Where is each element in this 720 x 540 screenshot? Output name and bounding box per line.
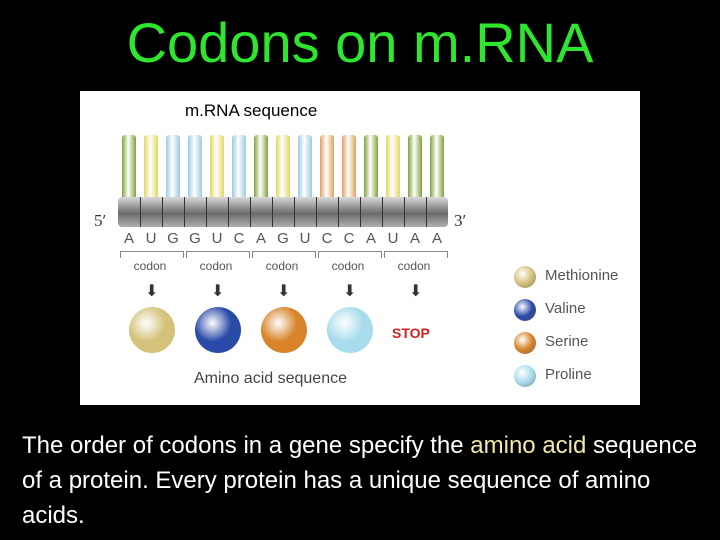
amino-acid-ball xyxy=(129,307,175,353)
backbone-divider xyxy=(206,197,207,227)
caption-part1: The order of codons in a gene specify th… xyxy=(22,432,471,459)
base-pin xyxy=(276,135,290,197)
down-arrow-icon: ⬇ xyxy=(145,283,159,300)
base-pin xyxy=(408,135,422,197)
base-letter: A xyxy=(123,230,134,247)
amino-acid-ball xyxy=(261,307,307,353)
three-prime-label: 3′ xyxy=(454,211,467,230)
base-pin xyxy=(386,135,400,197)
backbone-divider xyxy=(426,197,427,227)
legend-label: Proline xyxy=(545,366,592,383)
stop-label: STOP xyxy=(392,325,430,341)
backbone-divider xyxy=(382,197,383,227)
backbone-divider xyxy=(294,197,295,227)
caption: The order of codons in a gene specify th… xyxy=(22,428,712,533)
codon-bracket xyxy=(384,251,448,258)
legend-swatch xyxy=(514,332,536,354)
legend-label: Serine xyxy=(545,333,589,350)
amino-acid-ball xyxy=(195,307,241,353)
codon-bracket xyxy=(186,251,250,258)
five-prime-label: 5′ xyxy=(94,211,107,230)
base-letter: A xyxy=(255,230,266,247)
base-pin xyxy=(232,135,246,197)
base-pin xyxy=(254,135,268,197)
down-arrow-icon: ⬇ xyxy=(343,283,357,300)
base-letter: U xyxy=(211,230,223,247)
base-letter: C xyxy=(321,230,333,247)
down-arrow-icon: ⬇ xyxy=(277,283,291,300)
base-pin xyxy=(144,135,158,197)
codon-label: codon xyxy=(265,259,299,273)
base-letter: G xyxy=(167,230,179,247)
legend-label: Valine xyxy=(545,300,586,317)
backbone-divider xyxy=(316,197,317,227)
backbone-divider xyxy=(404,197,405,227)
codon-bracket xyxy=(318,251,382,258)
legend-swatch xyxy=(514,266,536,288)
backbone-divider xyxy=(272,197,273,227)
base-pin xyxy=(364,135,378,197)
codon-bracket xyxy=(120,251,184,258)
codon-label: codon xyxy=(133,259,167,273)
base-letter: U xyxy=(145,230,157,247)
codon-label: codon xyxy=(331,259,365,273)
caption-highlight: amino acid xyxy=(470,432,587,459)
down-arrow-icon: ⬇ xyxy=(409,283,423,300)
caption-part2: sequence of a protein. Every protein has… xyxy=(22,432,698,529)
base-letter: C xyxy=(343,230,355,247)
legend-swatch xyxy=(514,365,536,387)
mrna-backbone xyxy=(118,197,448,227)
codon-label: codon xyxy=(397,259,431,273)
backbone-divider xyxy=(184,197,185,227)
down-arrow-icon: ⬇ xyxy=(211,283,225,300)
base-letter: A xyxy=(431,230,442,247)
base-pin xyxy=(320,135,334,197)
base-letter: A xyxy=(365,230,376,247)
backbone-divider xyxy=(162,197,163,227)
base-pin xyxy=(122,135,136,197)
backbone-divider xyxy=(228,197,229,227)
base-letter: U xyxy=(299,230,311,247)
codon-label: codon xyxy=(199,259,233,273)
legend-swatch xyxy=(514,299,536,321)
codon-bracket xyxy=(252,251,316,258)
base-pin xyxy=(430,135,444,197)
base-pin xyxy=(166,135,180,197)
backbone-divider xyxy=(250,197,251,227)
base-letter: G xyxy=(189,230,201,247)
base-pin xyxy=(298,135,312,197)
base-pin xyxy=(342,135,356,197)
figure-label: m.RNA sequence xyxy=(185,101,318,120)
base-letter: A xyxy=(409,230,420,247)
backbone-divider xyxy=(360,197,361,227)
base-letter: G xyxy=(277,230,289,247)
amino-acid-ball xyxy=(327,307,373,353)
base-pin xyxy=(188,135,202,197)
base-pin xyxy=(210,135,224,197)
backbone-divider xyxy=(338,197,339,227)
base-letter: C xyxy=(233,230,245,247)
slide-title: Codons on m.RNA xyxy=(126,11,594,74)
base-letter: U xyxy=(387,230,399,247)
amino-acid-sequence-label: Amino acid sequence xyxy=(194,370,347,387)
legend-label: Methionine xyxy=(545,267,619,284)
backbone-divider xyxy=(140,197,141,227)
